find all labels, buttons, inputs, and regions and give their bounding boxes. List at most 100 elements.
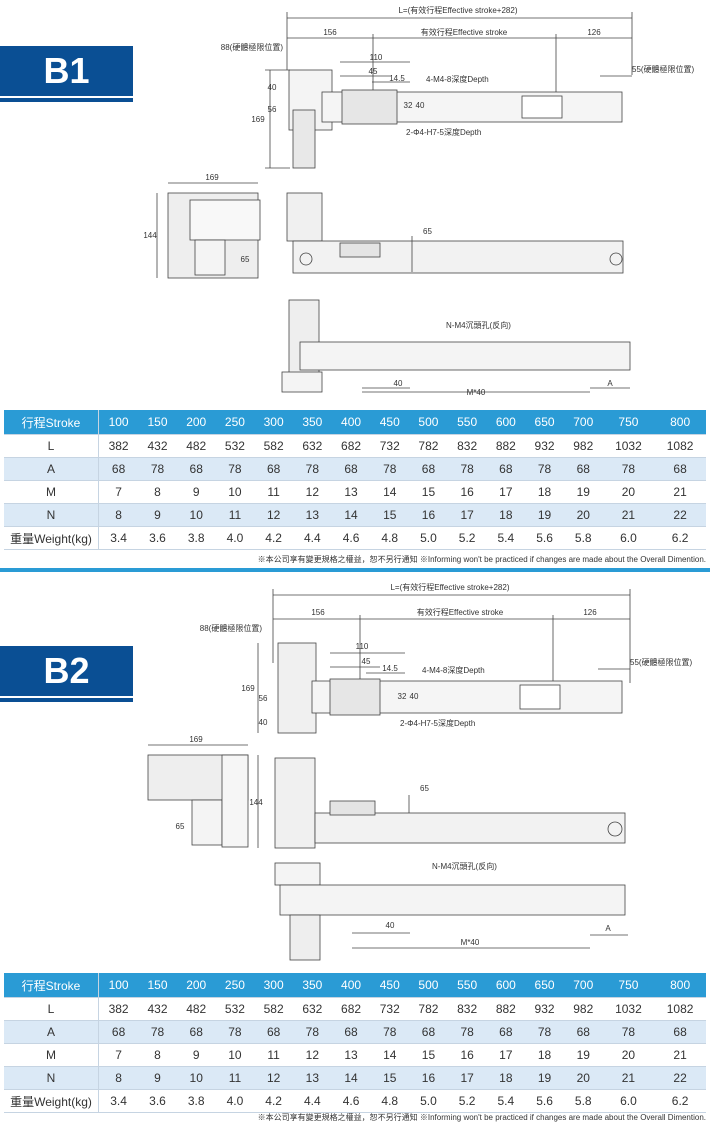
table-cell: 17 xyxy=(447,1066,487,1090)
header-stroke-value: 350 xyxy=(292,410,332,435)
table-cell: 8 xyxy=(98,1066,139,1090)
table-cell: 732 xyxy=(370,997,410,1021)
dim-a: A xyxy=(607,379,613,388)
table-cell: 14 xyxy=(370,1043,410,1067)
table-cell: 16 xyxy=(409,503,448,527)
label-pin-holes: 2-Φ4-H7-5深度Depth xyxy=(406,127,481,137)
dim-total-length: L=(有效行程Effective stroke+282) xyxy=(398,5,517,15)
table-cell: 3.4 xyxy=(98,1089,139,1113)
label-countersunk-holes: N-M4沉頭孔(反向) xyxy=(446,320,511,330)
table-cell: 18 xyxy=(525,1043,564,1067)
header-stroke-value: 250 xyxy=(215,410,255,435)
section-b2: B2 xyxy=(0,573,710,1123)
table-cell: 382 xyxy=(98,997,139,1021)
table-cell: 732 xyxy=(370,434,410,458)
table-cell: 932 xyxy=(525,434,564,458)
table-cell: 4.0 xyxy=(215,1089,255,1113)
table-cell: 6.0 xyxy=(602,526,655,550)
table-cell: 68 xyxy=(409,1020,448,1044)
row-label: M xyxy=(4,480,99,504)
header-stroke-label: 行程Stroke xyxy=(4,410,99,435)
table-cell: 3.6 xyxy=(138,526,177,550)
header-stroke-value: 650 xyxy=(525,410,564,435)
dim-hard-limit-right: 55(硬體極限位置) xyxy=(630,657,693,667)
table-cell: 11 xyxy=(215,1066,255,1090)
table-cell: 15 xyxy=(370,1066,410,1090)
header-stroke-value: 300 xyxy=(254,973,293,998)
header-stroke-value: 800 xyxy=(654,410,706,435)
header-stroke-value: 650 xyxy=(525,973,564,998)
table-cell: 14 xyxy=(370,480,410,504)
header-stroke-value: 100 xyxy=(98,973,139,998)
header-stroke-value: 750 xyxy=(602,973,655,998)
table-cell: 68 xyxy=(486,1020,526,1044)
dim-110: 110 xyxy=(370,53,383,62)
table-cell: 782 xyxy=(409,434,448,458)
dim-156: 156 xyxy=(311,608,325,617)
table-cell: 21 xyxy=(654,480,706,504)
header-stroke-value: 750 xyxy=(602,410,655,435)
table-cell: 78 xyxy=(370,1020,410,1044)
table-cell: 68 xyxy=(254,457,293,481)
dim-total-length: L=(有效行程Effective stroke+282) xyxy=(390,582,509,592)
dim-45: 45 xyxy=(362,657,371,666)
table-cell: 17 xyxy=(486,480,526,504)
table-cell: 78 xyxy=(447,1020,487,1044)
table-cell: 78 xyxy=(138,457,177,481)
dim-169-h: 169 xyxy=(205,173,219,182)
table-cell: 78 xyxy=(525,457,564,481)
table-cell: 12 xyxy=(292,480,332,504)
footnote-b1: ※本公司享有變更規格之權益，恕不另行通知 ※Informing won't be… xyxy=(257,555,706,564)
table-cell: 16 xyxy=(409,1066,448,1090)
table-cell: 3.8 xyxy=(176,526,216,550)
table-cell: 12 xyxy=(292,1043,332,1067)
header-stroke-value: 500 xyxy=(409,973,448,998)
header-stroke-value: 550 xyxy=(447,973,487,998)
header-stroke-value: 700 xyxy=(563,973,603,998)
table-cell: 982 xyxy=(563,434,603,458)
table-cell: 68 xyxy=(331,457,371,481)
table-cell: 15 xyxy=(370,503,410,527)
badge-underline-b2 xyxy=(0,698,133,702)
row-label: 重量Weight(kg) xyxy=(4,1089,99,1113)
table-cell: 20 xyxy=(602,480,655,504)
dim-65: 65 xyxy=(423,227,432,236)
table-cell: 10 xyxy=(176,503,216,527)
table-cell: 18 xyxy=(486,1066,526,1090)
table-cell: 932 xyxy=(525,997,564,1021)
header-stroke-value: 250 xyxy=(215,973,255,998)
table-cell: 20 xyxy=(563,503,603,527)
table-cell: 68 xyxy=(254,1020,293,1044)
table-cell: 5.2 xyxy=(447,526,487,550)
table-cell: 78 xyxy=(525,1020,564,1044)
dim-32: 32 xyxy=(404,101,413,110)
label-tap-holes: 4-M4-8深度Depth xyxy=(426,74,489,84)
dim-56: 56 xyxy=(268,105,277,114)
table-cell: 68 xyxy=(654,457,706,481)
table-cell: 8 xyxy=(98,503,139,527)
table-cell: 11 xyxy=(254,480,293,504)
table-cell: 5.2 xyxy=(447,1089,487,1113)
header-stroke-value: 400 xyxy=(331,410,371,435)
table-cell: 78 xyxy=(602,457,655,481)
table-cell: 19 xyxy=(563,1043,603,1067)
table-cell: 582 xyxy=(254,434,293,458)
row-label: L xyxy=(4,997,99,1021)
row-label: 重量Weight(kg) xyxy=(4,526,99,550)
table-cell: 15 xyxy=(409,480,448,504)
dim-m-pitch: M*40 xyxy=(461,938,480,947)
table-cell: 982 xyxy=(563,997,603,1021)
dim-156: 156 xyxy=(323,28,337,37)
header-stroke-value: 450 xyxy=(370,973,410,998)
table-cell: 4.4 xyxy=(292,526,332,550)
header-stroke-value: 100 xyxy=(98,410,139,435)
header-stroke-value: 800 xyxy=(654,973,706,998)
table-cell: 10 xyxy=(215,1043,255,1067)
